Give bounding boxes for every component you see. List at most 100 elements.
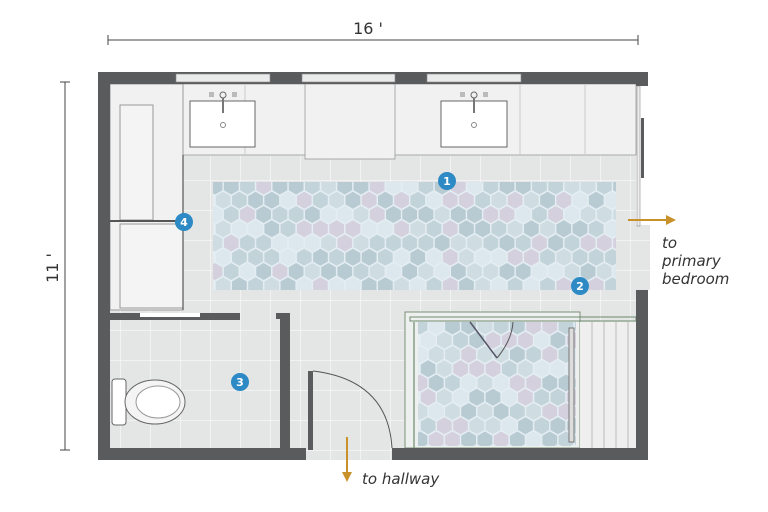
hex-tile: [461, 403, 476, 420]
hex-tile: [461, 374, 476, 392]
hex-tile: [369, 182, 385, 195]
hex-tile: [345, 220, 361, 238]
hex-tile: [613, 182, 616, 192]
hex-tile: [434, 206, 450, 223]
svg-text:4: 4: [180, 216, 188, 229]
hex-tile: [605, 191, 616, 209]
hex-tile: [420, 331, 436, 349]
hex-tile: [518, 388, 533, 406]
hex-tile: [329, 220, 344, 238]
hex-tile: [556, 248, 572, 266]
hex-tile: [508, 445, 510, 446]
hex-tile: [493, 431, 509, 446]
hex-tile: [499, 206, 515, 223]
hex-tile: [426, 248, 442, 266]
hex-tile: [378, 248, 393, 266]
hex-tile: [501, 388, 517, 406]
hex-tile: [542, 374, 558, 392]
hex-tile: [475, 277, 490, 290]
arrow-to-hallway: [342, 437, 352, 482]
hex-tile: [434, 234, 450, 252]
hex-tile: [394, 277, 409, 290]
hex-tile: [548, 206, 563, 223]
hex-tile: [329, 248, 344, 266]
hex-tile: [580, 182, 596, 195]
hex-tile: [232, 191, 247, 209]
toilet: [111, 378, 186, 426]
hex-tile: [418, 206, 434, 223]
hex-tile: [232, 248, 247, 266]
hex-tile: [542, 403, 558, 420]
hex-tile: [525, 445, 526, 446]
hex-tile: [556, 191, 572, 209]
hex-tile: [477, 322, 493, 335]
hex-tile: [507, 220, 523, 238]
hex-tile: [485, 417, 501, 435]
hex-tile: [485, 388, 501, 406]
arrow-to-primary-bedroom: [628, 215, 676, 225]
hex-tile: [556, 277, 572, 290]
hex-tile: [345, 248, 361, 266]
hex-tile: [532, 263, 547, 280]
hex-tile: [378, 191, 393, 209]
hex-tile: [459, 277, 474, 290]
hex-tile: [477, 374, 493, 392]
hex-tile: [491, 191, 507, 209]
hex-tile: [534, 388, 549, 406]
hex-tile: [515, 206, 531, 223]
toilet-room: [110, 313, 290, 448]
hex-tile: [461, 431, 476, 446]
hex-tile: [550, 417, 566, 435]
hex-tile: [215, 248, 231, 266]
hex-tile: [556, 220, 572, 238]
hex-tile: [420, 360, 436, 378]
hex-tile: [475, 220, 490, 238]
hex-tile: [361, 277, 377, 290]
hex-tile: [574, 435, 576, 445]
hex-tile: [485, 331, 501, 349]
hex-tile: [613, 208, 616, 221]
hex-tile: [534, 417, 549, 435]
hex-tile: [428, 403, 444, 420]
hex-tile: [485, 360, 501, 378]
hex-tile: [264, 220, 280, 238]
hex-tile: [483, 263, 499, 280]
hex-tile: [542, 346, 558, 363]
hex-tile: [442, 248, 458, 266]
hex-tile: [240, 234, 255, 252]
hex-tile: [532, 206, 547, 223]
hex-tile: [248, 277, 263, 290]
hex-tile: [524, 277, 539, 290]
hex-tile: [588, 248, 604, 266]
hex-tile: [410, 248, 426, 266]
hex-tile: [337, 182, 353, 195]
hex-tile: [526, 403, 541, 420]
hex-tile: [510, 374, 525, 392]
hex-tile: [459, 191, 474, 209]
hex-tile: [445, 374, 460, 392]
hex-tile: [518, 360, 533, 378]
hex-tile: [515, 263, 531, 280]
hex-tile: [491, 248, 507, 266]
hex-tile: [573, 445, 575, 446]
hex-tile: [445, 346, 460, 363]
hex-tile: [451, 234, 466, 252]
hex-tile: [445, 322, 460, 335]
height-label: 11 ': [43, 253, 62, 283]
hex-tile: [557, 445, 559, 446]
hex-tile: [313, 220, 328, 238]
hex-tile: [313, 191, 328, 209]
hex-tile: [434, 263, 450, 280]
hex-tile: [248, 220, 263, 238]
hex-tile: [469, 360, 485, 378]
hex-tile: [248, 248, 263, 266]
shower-bench: [580, 322, 636, 448]
hex-tile: [540, 220, 555, 238]
hex-tile: [215, 191, 231, 209]
hex-tile: [353, 206, 369, 223]
hex-tile: [437, 388, 452, 406]
hex-tile: [469, 388, 485, 406]
hex-tile: [483, 206, 499, 223]
